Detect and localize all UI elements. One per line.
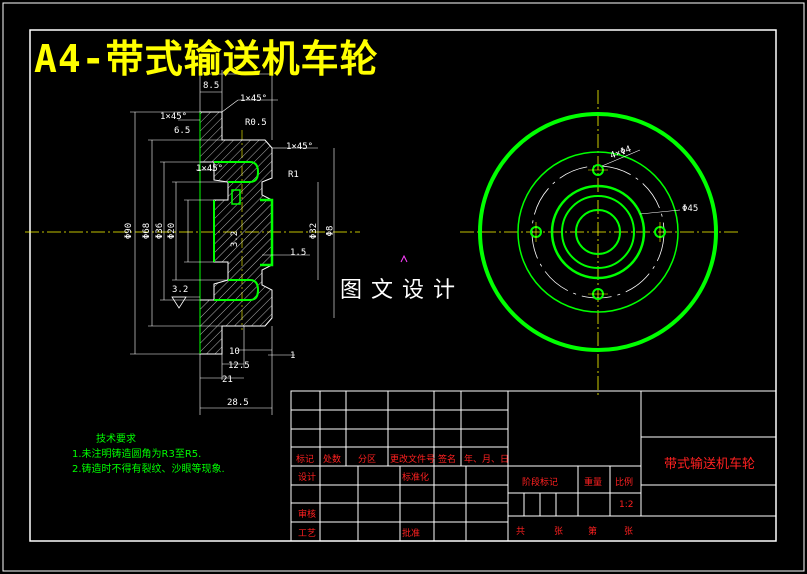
tb-sheet-total: 共: [516, 527, 526, 537]
dim-dia-90: Φ90: [124, 222, 135, 240]
dim-top-width: 8.5: [203, 81, 220, 91]
tb-sheet-unit: 张: [554, 527, 564, 537]
watermark-text: 图文设计: [340, 278, 465, 303]
dim-32: 3.2: [230, 230, 241, 248]
dim-dia-68: Φ68: [142, 222, 153, 240]
dim-dia-32: Φ32: [309, 222, 320, 240]
dim-21: 21: [222, 375, 233, 385]
tb-header-mark: 标记: [296, 455, 315, 465]
dim-dia-20: Φ20: [167, 222, 178, 240]
dim-pcd: Φ45: [682, 204, 699, 214]
tb-design: 设计: [298, 473, 317, 483]
tb-review: 审核: [298, 510, 317, 520]
section-view: [25, 70, 360, 415]
dim-15: 1.5: [290, 248, 307, 258]
tb-stage-mark: 阶段标记: [522, 478, 559, 488]
tb-approve: 批准: [402, 529, 421, 539]
tech-requirements: 技术要求 1.未注明铸造圆角为R3至R5. 2.铸造时不得有裂纹、沙眼等现象.: [72, 432, 225, 477]
tb-sheet-unit2: 张: [624, 527, 634, 537]
dim-125: 12.5: [228, 361, 250, 371]
dim-chamfer-d: 1×45°: [196, 164, 224, 174]
title-block-grid: [290, 390, 777, 542]
dim-r05: R0.5: [245, 118, 267, 128]
tb-header-count: 处数: [323, 455, 342, 465]
dim-285: 28.5: [227, 398, 249, 408]
tb-header-zone: 分区: [358, 455, 377, 465]
dim-chamfer-a: 1×45°: [240, 94, 268, 104]
dim-r1: R1: [288, 170, 299, 180]
tech-item-1: 1.未注明铸造圆角为R3至R5.: [72, 449, 202, 460]
tb-header-doc: 更改文件号: [390, 455, 436, 465]
tb-scale: 比例: [615, 478, 634, 488]
tb-part-name: 带式输送机车轮: [664, 457, 756, 472]
dim-chamfer-b: 1×45°: [160, 112, 188, 122]
tb-header-date: 年、月、日: [464, 455, 510, 465]
front-view: [460, 90, 740, 395]
tb-header-sign: 签名: [438, 455, 457, 465]
dim-dia-n: Φ8: [325, 225, 336, 237]
dim-ra: 6.5: [174, 126, 191, 136]
dim-dia-36: Φ36: [155, 222, 166, 240]
tech-item-2: 2.铸造时不得有裂纹、沙眼等现象.: [72, 464, 225, 475]
dim-chamfer-c: 1×45°: [286, 142, 314, 152]
dim-10: 10: [229, 347, 240, 357]
tech-heading: 技术要求: [96, 434, 136, 445]
tb-weight: 重量: [584, 478, 603, 488]
drawing-title: A4-带式输送机车轮: [34, 37, 379, 81]
tb-standardize: 标准化: [402, 473, 430, 483]
dim-1: 1: [290, 351, 296, 361]
dim-roughness: 3.2: [172, 285, 189, 295]
tb-scale-value: 1:2: [619, 500, 634, 510]
tb-process: 工艺: [298, 529, 317, 539]
tb-sheet-no: 第: [588, 527, 598, 537]
